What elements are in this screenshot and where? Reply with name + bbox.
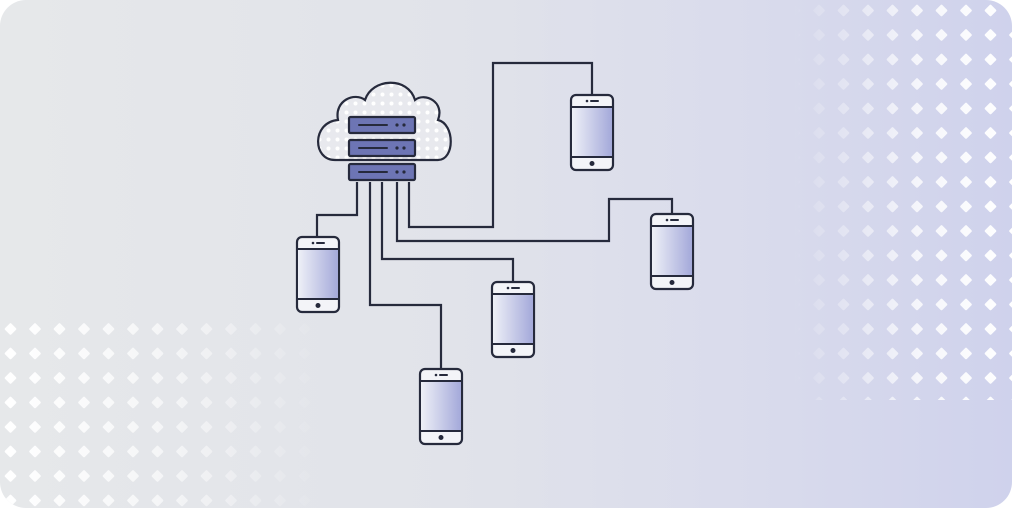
phone-icon	[569, 93, 615, 172]
phone-icon	[649, 212, 695, 291]
phone-icon	[490, 280, 536, 359]
dot-pattern-right	[790, 0, 1012, 400]
connection-line	[368, 182, 443, 369]
connection-line	[380, 182, 515, 282]
phone-icon	[295, 235, 341, 314]
connection-line	[395, 182, 674, 243]
connection-lines	[315, 61, 674, 369]
dot-pattern-left	[0, 315, 330, 508]
phone-icon	[418, 367, 464, 446]
connection-line	[407, 61, 594, 229]
server-stack-icon	[347, 115, 417, 182]
connection-line	[315, 182, 359, 237]
